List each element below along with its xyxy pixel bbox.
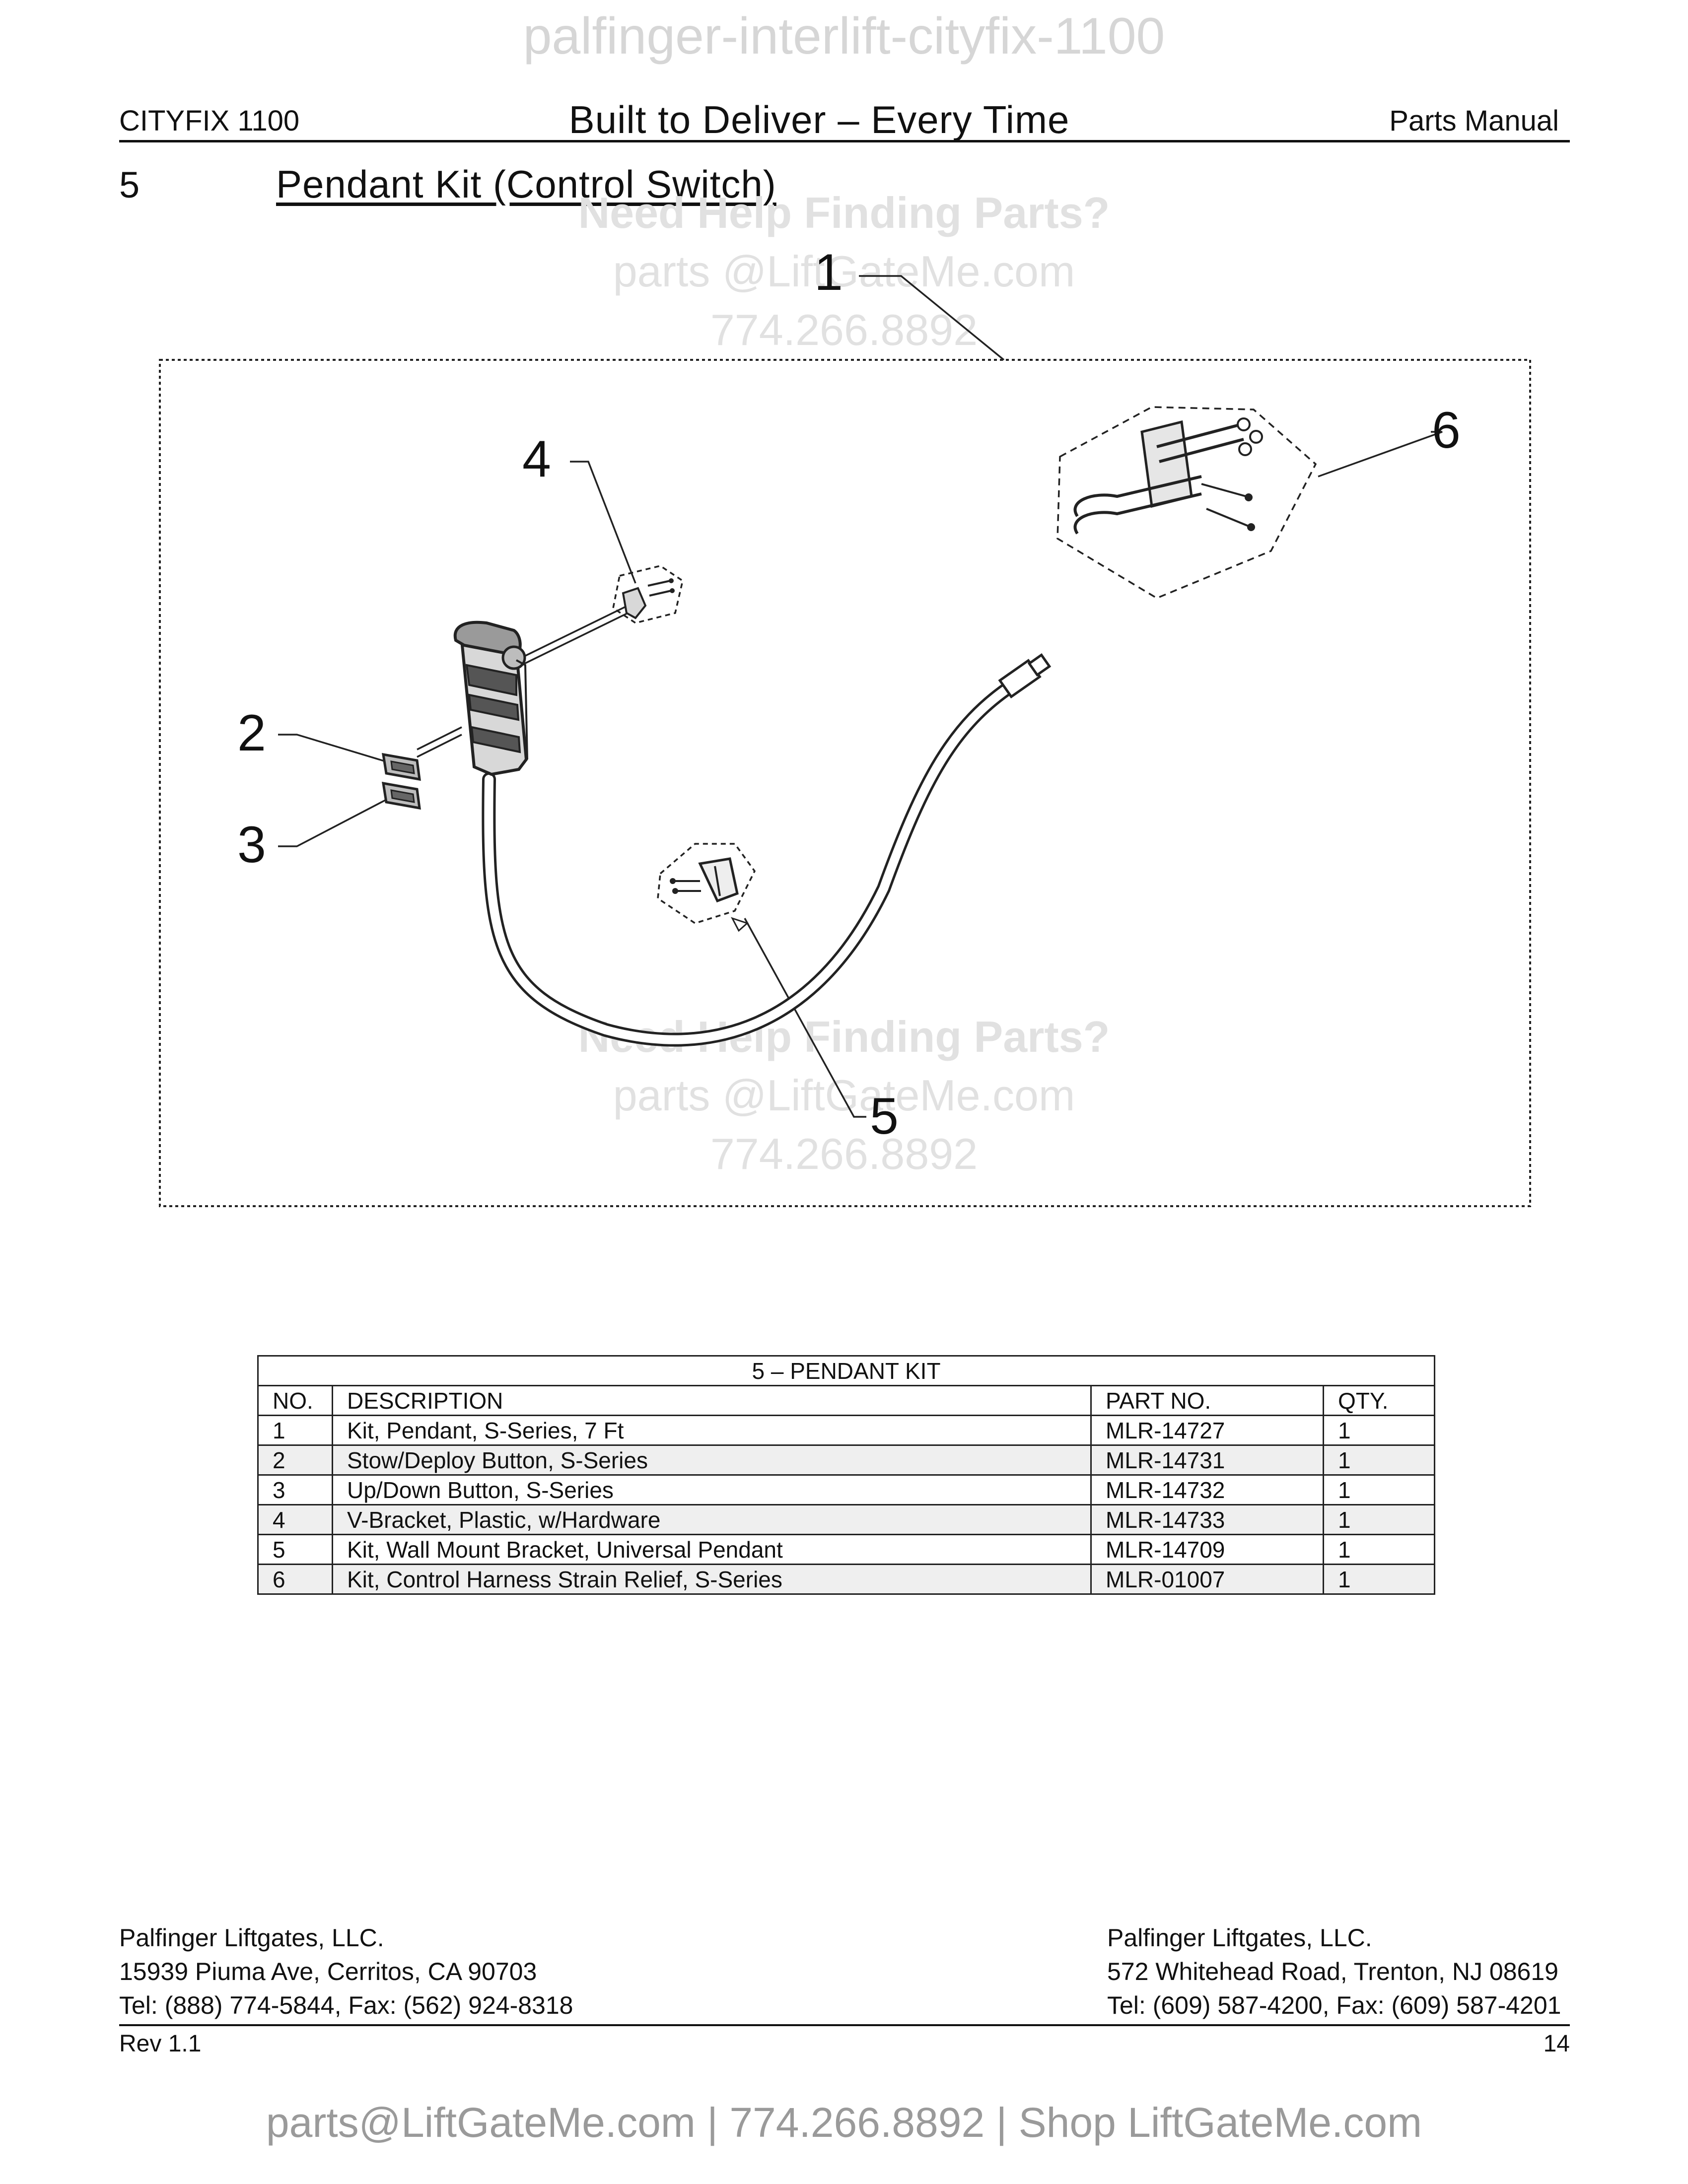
table-header-row: NO. DESCRIPTION PART NO. QTY. bbox=[257, 1385, 1436, 1416]
watermark-doc-id: palfinger-interlift-cityfix-1100 bbox=[523, 7, 1165, 65]
pendant-controller bbox=[453, 620, 528, 776]
header-doc-type: Parts Manual bbox=[1389, 105, 1559, 137]
revision-label: Rev 1.1 bbox=[119, 2031, 202, 2057]
table-caption: 5 – PENDANT KIT bbox=[257, 1355, 1436, 1386]
leader-line-5 bbox=[744, 918, 866, 1118]
header-no: NO. bbox=[257, 1385, 333, 1416]
leader-line-1 bbox=[859, 275, 1005, 361]
cell-qty: 1 bbox=[1322, 1444, 1436, 1476]
table-row: 6 Kit, Control Harness Strain Relief, S-… bbox=[257, 1564, 1436, 1595]
cell-qty: 1 bbox=[1322, 1474, 1436, 1505]
section-number: 5 bbox=[119, 164, 140, 205]
table-row: 2 Stow/Deploy Button, S-Series MLR-14731… bbox=[257, 1444, 1436, 1476]
pendant-cable bbox=[484, 681, 1017, 1044]
cable-connector bbox=[998, 653, 1052, 699]
pendant-cable-outline bbox=[482, 678, 1020, 1047]
footer-phone: Tel: (609) 587-4200, Fax: (609) 587-4201 bbox=[1107, 1991, 1561, 2019]
footer-address-west: Palfinger Liftgates, LLC. 15939 Piuma Av… bbox=[119, 1921, 573, 2022]
v-bracket-group bbox=[612, 565, 684, 624]
up-down-button bbox=[381, 781, 421, 810]
pendant-kit-diagram bbox=[159, 275, 1531, 1207]
page-number: 14 bbox=[1543, 2031, 1570, 2057]
table-row: 3 Up/Down Button, S-Series MLR-14732 1 bbox=[257, 1474, 1436, 1505]
cell-qty: 1 bbox=[1322, 1534, 1436, 1565]
cell-no: 3 bbox=[257, 1474, 333, 1505]
cell-description: Kit, Pendant, S-Series, 7 Ft bbox=[332, 1415, 1092, 1446]
header-rule bbox=[119, 140, 1570, 142]
cell-description: Kit, Wall Mount Bracket, Universal Penda… bbox=[332, 1534, 1092, 1565]
cell-part-no: MLR-14709 bbox=[1090, 1534, 1324, 1565]
cell-no: 4 bbox=[257, 1504, 333, 1535]
strain-relief-group bbox=[1056, 406, 1317, 599]
leader-line-2 bbox=[278, 734, 388, 763]
cell-no: 5 bbox=[257, 1534, 333, 1565]
table-row: 4 V-Bracket, Plastic, w/Hardware MLR-147… bbox=[257, 1504, 1436, 1535]
cell-part-no: MLR-01007 bbox=[1090, 1564, 1324, 1595]
leader-lines bbox=[278, 275, 1443, 1118]
cell-qty: 1 bbox=[1322, 1415, 1436, 1446]
cell-part-no: MLR-14732 bbox=[1090, 1474, 1324, 1505]
cell-part-no: MLR-14733 bbox=[1090, 1504, 1324, 1535]
header-description: DESCRIPTION bbox=[332, 1385, 1092, 1416]
footer-street: 572 Whitehead Road, Trenton, NJ 08619 bbox=[1107, 1958, 1558, 1985]
leader-line-3 bbox=[278, 798, 388, 847]
callout-6: 6 bbox=[1432, 402, 1461, 459]
cell-part-no: MLR-14731 bbox=[1090, 1444, 1324, 1476]
table-caption-row: 5 – PENDANT KIT bbox=[257, 1355, 1436, 1386]
watermark-help-block-upper: Need Help Finding Parts? parts @LiftGate… bbox=[496, 184, 1192, 359]
watermark-phone: 774.266.8892 bbox=[710, 1129, 978, 1178]
header-qty: QTY. bbox=[1322, 1385, 1436, 1416]
cell-no: 2 bbox=[257, 1444, 333, 1476]
leader-line-4 bbox=[570, 461, 636, 584]
stow-deploy-button bbox=[381, 752, 421, 781]
cell-qty: 1 bbox=[1322, 1504, 1436, 1535]
callout-3: 3 bbox=[237, 816, 266, 874]
leader-line-6 bbox=[1318, 431, 1443, 478]
footer-company: Palfinger Liftgates, LLC. bbox=[119, 1924, 384, 1952]
table-row: 5 Kit, Wall Mount Bracket, Universal Pen… bbox=[257, 1534, 1436, 1565]
watermark-email: parts @LiftGateMe.com bbox=[613, 1071, 1075, 1120]
cell-no: 1 bbox=[257, 1415, 333, 1446]
callout-4: 4 bbox=[522, 430, 551, 488]
footer-phone: Tel: (888) 774-5844, Fax: (562) 924-8318 bbox=[119, 1991, 573, 2019]
callout-1: 1 bbox=[814, 244, 843, 301]
watermark-help-heading: Need Help Finding Parts? bbox=[578, 188, 1110, 237]
bottom-contact-banner: parts@LiftGateMe.com | 774.266.8892 | Sh… bbox=[266, 2099, 1422, 2146]
cell-description: Kit, Control Harness Strain Relief, S-Se… bbox=[332, 1564, 1092, 1595]
cell-no: 6 bbox=[257, 1564, 333, 1595]
watermark-help-block-lower: Need Help Finding Parts? parts @LiftGate… bbox=[496, 1008, 1192, 1183]
explode-axis-lines bbox=[417, 602, 633, 758]
callout-5: 5 bbox=[870, 1088, 899, 1145]
table-row: 1 Kit, Pendant, S-Series, 7 Ft MLR-14727… bbox=[257, 1415, 1436, 1446]
cell-part-no: MLR-14727 bbox=[1090, 1415, 1324, 1446]
cell-qty: 1 bbox=[1322, 1564, 1436, 1595]
cell-description: Up/Down Button, S-Series bbox=[332, 1474, 1092, 1505]
wall-mount-bracket-group bbox=[657, 843, 756, 932]
footer-company: Palfinger Liftgates, LLC. bbox=[1107, 1924, 1372, 1952]
section-title: Pendant Kit (Control Switch) bbox=[276, 162, 776, 206]
cell-description: V-Bracket, Plastic, w/Hardware bbox=[332, 1504, 1092, 1535]
header-model: CITYFIX 1100 bbox=[119, 105, 300, 137]
callout-2: 2 bbox=[237, 704, 266, 762]
footer-rule bbox=[119, 2024, 1570, 2026]
cell-description: Stow/Deploy Button, S-Series bbox=[332, 1444, 1092, 1476]
footer-street: 15939 Piuma Ave, Cerritos, CA 90703 bbox=[119, 1958, 537, 1985]
footer-address-east: Palfinger Liftgates, LLC. 572 Whitehead … bbox=[1107, 1921, 1561, 2022]
header-slogan: Built to Deliver – Every Time bbox=[568, 98, 1070, 141]
watermark-phone: 774.266.8892 bbox=[710, 305, 978, 354]
header-part-no: PART NO. bbox=[1090, 1385, 1324, 1416]
kit-boundary bbox=[159, 359, 1531, 1207]
parts-table: 5 – PENDANT KIT NO. DESCRIPTION PART NO.… bbox=[257, 1355, 1436, 1595]
watermark-email: parts @LiftGateMe.com bbox=[613, 247, 1075, 296]
